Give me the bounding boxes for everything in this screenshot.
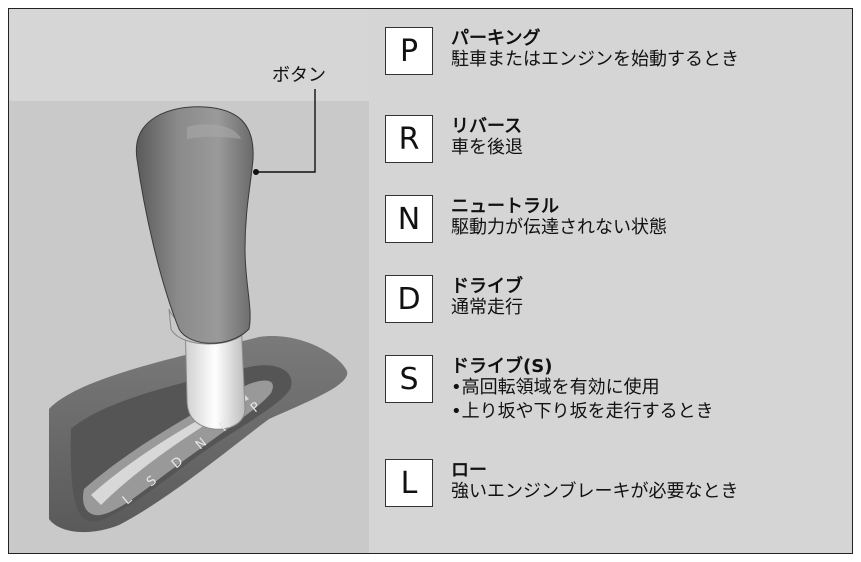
position-name-l: ロー <box>451 460 487 481</box>
position-name-n: ニュートラル <box>451 196 559 217</box>
shift-knob <box>135 106 254 344</box>
button-callout-label: ボタン <box>272 65 326 86</box>
position-letter-r: R <box>385 115 433 163</box>
shift-lever-shaft <box>184 318 246 430</box>
position-desc-l: 強いエンジンブレーキが必要なとき <box>451 481 739 502</box>
position-name-r: リバース <box>451 116 523 137</box>
background-panel-right <box>369 9 852 553</box>
position-letter-d: D <box>385 275 433 323</box>
position-desc-s-line1: •高回転領域を有効に使用 <box>451 377 660 398</box>
position-desc-s-line2: •上り坂や下り坂を走行するとき <box>451 401 714 422</box>
position-letter-n: N <box>385 195 433 243</box>
position-desc-d: 通常走行 <box>451 297 523 318</box>
position-letter-p: P <box>385 27 433 75</box>
shift-lever-illustration: P R N D S L <box>49 89 348 533</box>
position-desc-p: 駐車またはエンジンを始動するとき <box>451 49 739 70</box>
background-panel-top <box>9 9 369 101</box>
position-desc-r: 車を後退 <box>451 137 523 158</box>
position-name-p: パーキング <box>451 28 541 49</box>
position-name-s: ドライブ(S) <box>451 356 553 377</box>
diagram-frame: P R N D S L ボタン P パーキング 駐車またはエンジンを始動するとき… <box>8 8 853 554</box>
callout-leader-line <box>256 89 316 173</box>
position-desc-n: 駆動力が伝達されない状態 <box>451 217 667 238</box>
position-letter-l: L <box>385 459 433 507</box>
position-name-d: ドライブ <box>451 276 523 297</box>
position-letter-s: S <box>385 355 433 403</box>
